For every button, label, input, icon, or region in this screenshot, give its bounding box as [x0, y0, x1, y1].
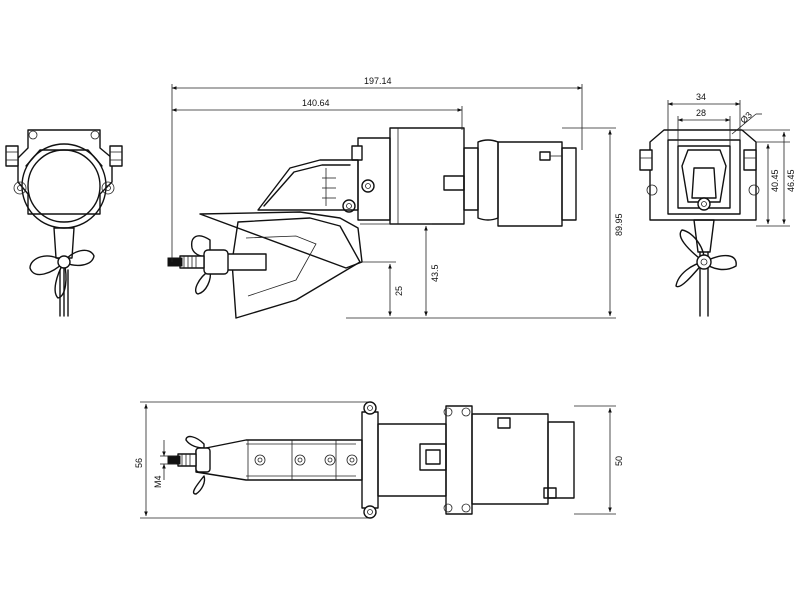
front-view	[5, 129, 123, 317]
dim-mount-height-1: 40.45	[770, 169, 780, 192]
dim-hole-diameter: Ø3	[738, 110, 754, 126]
dim-mount-height-2: 46.45	[786, 169, 796, 192]
dim-motor-width: 50	[614, 456, 624, 466]
dim-shaft-height: 43.5	[430, 264, 440, 282]
dim-partial-length: 140.64	[302, 98, 330, 108]
dim-overall-length: 197.14	[364, 76, 392, 86]
side-view-dimensions: 197.14 140.64 89.95 43.5 25	[171, 76, 624, 319]
dim-skeg-height: 25	[394, 286, 404, 296]
dim-mount-width: 34	[696, 92, 706, 102]
rear-view	[639, 129, 760, 317]
dim-thread: M4	[153, 475, 163, 488]
side-view	[167, 127, 577, 319]
dim-total-height: 89.95	[614, 213, 624, 236]
rear-view-dimensions: 34 28 Ø3 40.45 46.45	[667, 92, 796, 227]
dim-mount-inner-width: 28	[696, 108, 706, 118]
top-view-dimensions: 56 M4 50	[134, 401, 624, 519]
dim-top-width: 56	[134, 458, 144, 468]
top-view	[167, 401, 575, 519]
